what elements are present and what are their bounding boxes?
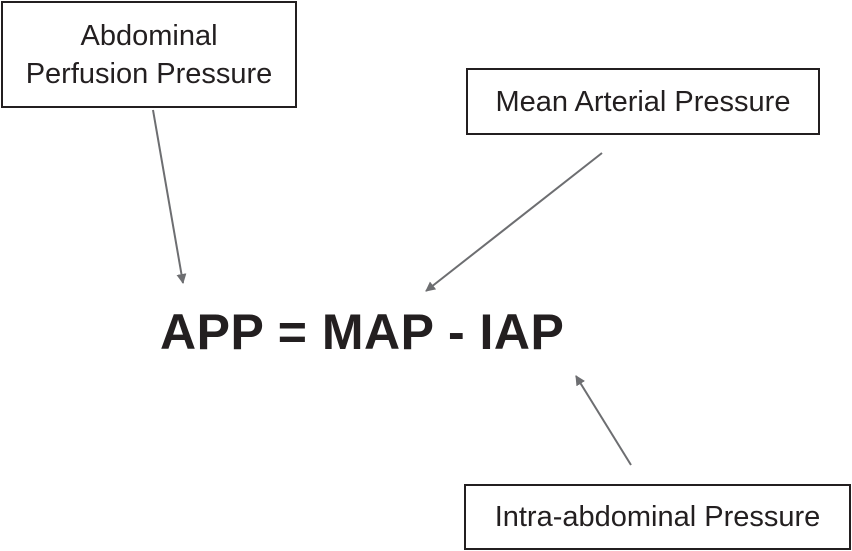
app-equation: APP = MAP - IAP [160,304,565,360]
iap-arrow [575,375,632,466]
map-arrow [425,152,603,292]
abdominal-perfusion-pressure-label: Abdominal Perfusion Pressure [1,1,297,108]
app-label-line-2: Perfusion Pressure [25,57,273,90]
app-arrow [152,109,187,284]
app-label-line-1: Abdominal [80,19,218,52]
intra-abdominal-pressure-label: Intra-abdominal Pressure [464,484,851,550]
iap-label-text: Intra-abdominal Pressure [494,501,821,533]
mean-arterial-pressure-label: Mean Arterial Pressure [466,68,820,135]
map-label-text: Mean Arterial Pressure [495,85,791,118]
